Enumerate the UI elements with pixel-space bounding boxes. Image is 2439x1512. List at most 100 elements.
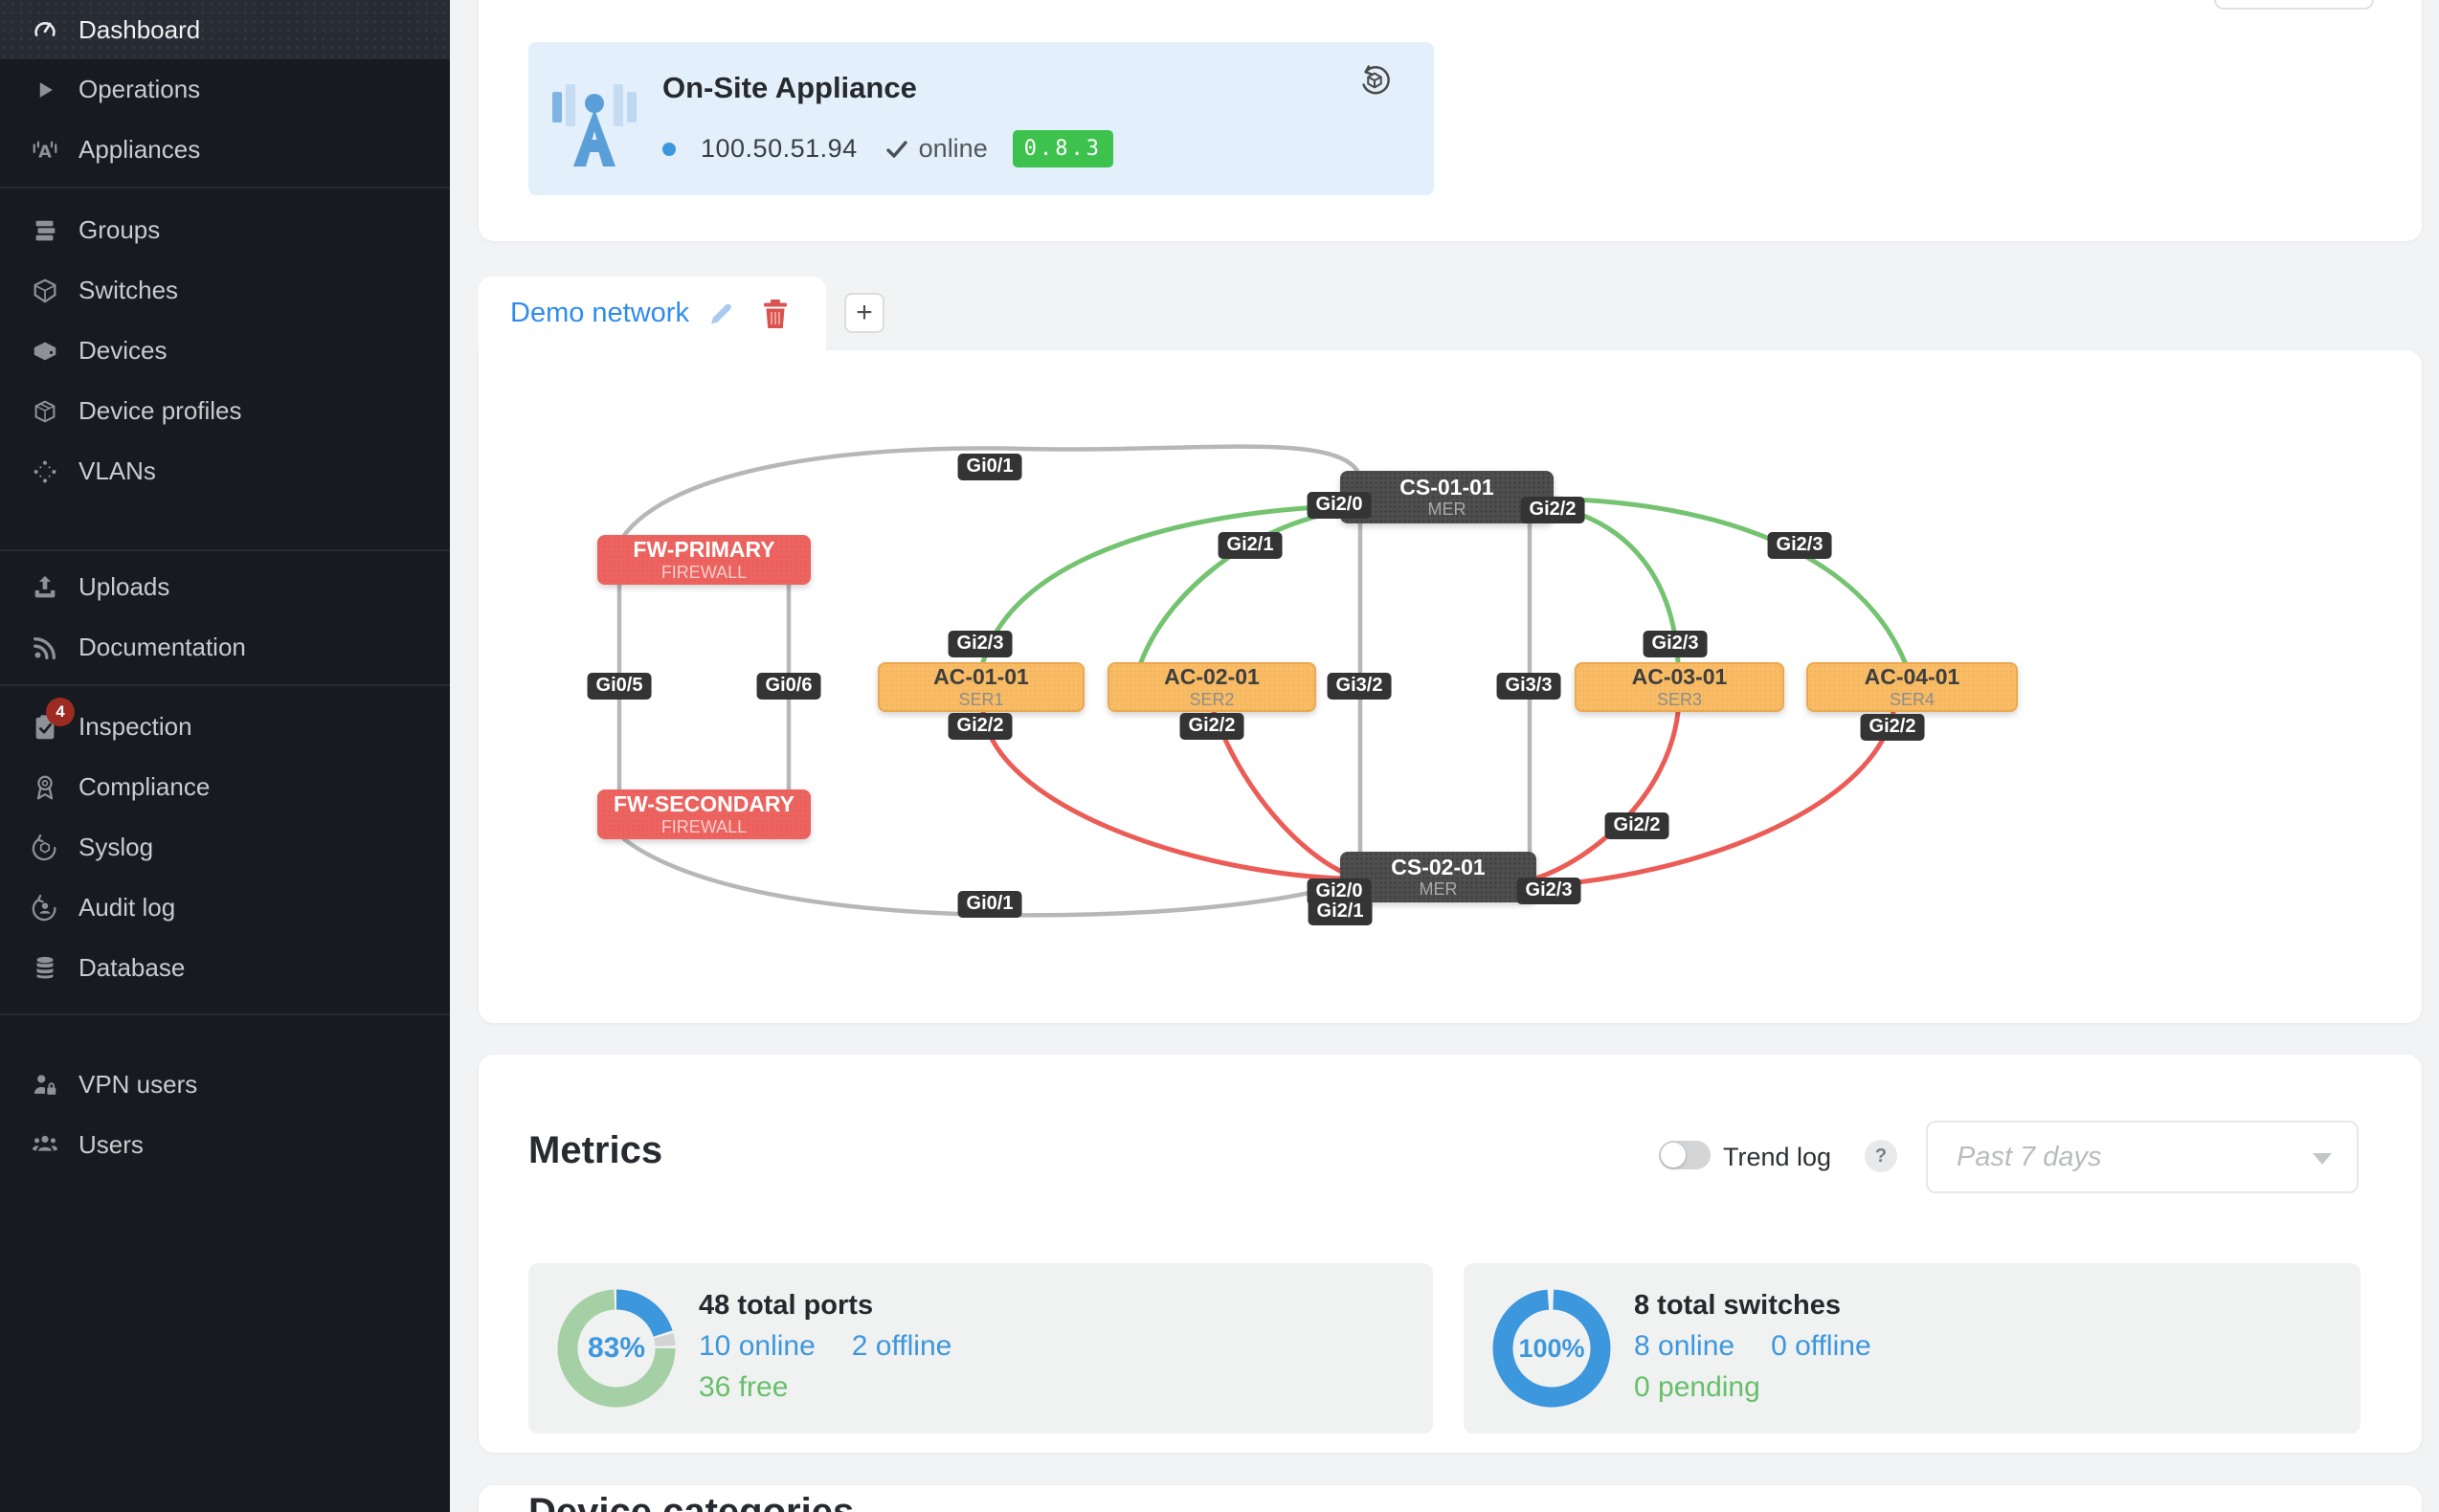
sidebar-item-label: Inspection [78,712,192,741]
sidebar-item-users[interactable]: Users [0,1115,450,1175]
version-badge: 0.8.3 [1012,130,1113,167]
port-label: Gi2/2 [1860,714,1925,741]
sidebar-item-device-profiles[interactable]: Device profiles [0,381,450,441]
sidebar-item-devices[interactable]: Devices [0,321,450,381]
port-label: Gi2/3 [1516,878,1581,904]
sidebar-item-compliance[interactable]: Compliance [0,757,450,817]
port-label: Gi3/2 [1327,673,1392,700]
appliance-card[interactable]: On-Site Appliance 100.50.51.94 online 0.… [528,42,1434,195]
node-kind: FIREWALL [660,562,748,582]
port-label: Gi0/5 [587,673,652,700]
metric-stat: 0 pending [1634,1371,1760,1403]
delete-trash-icon[interactable] [762,299,789,329]
metric-stat: 8 online [1634,1330,1735,1362]
donut-percent: 83% [587,1332,646,1364]
sidebar-item-database[interactable]: Database [0,938,450,998]
node-kind: SER3 [1656,689,1703,709]
tab-label: Demo network [510,298,689,328]
trend-log-label: Trend log [1723,1143,1832,1171]
port-label: Gi2/3 [1643,631,1708,657]
sidebar-item-appliances[interactable]: A Appliances [0,120,450,180]
node-kind: SER1 [958,689,1004,709]
node-name: CS-02-01 [1391,854,1486,879]
node-kind: MER [1427,500,1466,520]
edge-fw-secondary-cs-02-01 [621,836,1346,918]
device-categories-panel: Device categories [479,1485,2422,1512]
vlan-dots-icon [29,457,61,486]
sidebar-item-label: Uploads [78,572,170,601]
status-dot [662,142,676,156]
sidebar-item-uploads[interactable]: Uploads [0,557,450,617]
svg-text:A: A [38,142,52,162]
sidebar-item-label: VLANs [78,456,156,485]
sidebar-item-label: Users [78,1130,144,1159]
chevron-down-icon [2313,1153,2332,1165]
metric-total-label: 48 total ports [699,1290,874,1321]
node-name: FW-SECONDARY [613,791,795,817]
appliance-title: On-Site Appliance [662,71,917,104]
metric-stat: 2 offline [851,1330,952,1362]
sidebar-item-switches[interactable]: Switches [0,260,450,321]
users-icon [29,1131,61,1160]
sidebar-item-label: Dashboard [78,14,201,44]
sidebar-item-audit-log[interactable]: Audit log [0,878,450,938]
port-label: Gi0/6 [756,673,821,700]
port-label: Gi2/2 [948,713,1013,740]
sidebar-divider [0,187,450,189]
play-icon [29,77,61,103]
appliance-status: online [918,134,988,163]
edge-ac-02-01-cs-02-01 [1211,709,1345,875]
metric-total-label: 8 total switches [1634,1290,1841,1321]
sidebar-divider [0,1013,450,1015]
sidebar-item-label: Audit log [78,893,176,922]
sidebar-item-label: Database [78,953,186,982]
port-label: Gi2/2 [1520,497,1585,523]
sidebar-item-syslog[interactable]: Syslog [0,817,450,878]
port-label: Gi3/3 [1496,673,1561,700]
trend-log-toggle[interactable] [1659,1141,1711,1169]
add-network-button[interactable]: + [844,293,884,333]
time-range-select[interactable]: Past 7 days [1926,1121,2359,1193]
sidebar-item-label: Devices [78,336,168,365]
gauge-icon [29,15,61,44]
sidebar-item-vlans[interactable]: VLANs [0,441,450,501]
sidebar-item-vpn-users[interactable]: VPN users [0,1055,450,1115]
sidebar-item-label: Compliance [78,772,211,801]
partial-top-button[interactable] [2214,0,2374,10]
sidebar-divider [0,684,450,686]
edge-ac-04-01-cs-02-01 [1533,709,1896,889]
notification-badge: 4 [46,697,75,726]
refresh-icon[interactable] [1357,63,1392,102]
switch-cube-icon [29,277,61,305]
rss-icon [29,634,61,662]
edge-cs-01-01-ac-02-01 [1138,508,1345,665]
sidebar-item-label: Groups [78,215,161,244]
port-label: Gi2/1 [1218,532,1283,559]
appliance-ip: 100.50.51.94 [701,134,858,163]
sidebar-item-label: Syslog [78,833,154,861]
port-label: Gi2/3 [948,631,1013,657]
sidebar-item-documentation[interactable]: Documentation [0,617,450,678]
sidebar-item-label: Appliances [78,135,201,164]
sidebar-item-operations[interactable]: Operations [0,59,450,120]
help-icon[interactable]: ? [1865,1140,1897,1172]
sidebar-item-dashboard[interactable]: Dashboard [0,0,450,59]
upload-icon [29,573,61,602]
edit-pencil-icon[interactable] [705,298,737,330]
sidebar-item-groups[interactable]: Groups [0,200,450,260]
node-name: FW-PRIMARY [633,537,775,563]
tab-demo-network[interactable]: Demo network [479,277,826,350]
